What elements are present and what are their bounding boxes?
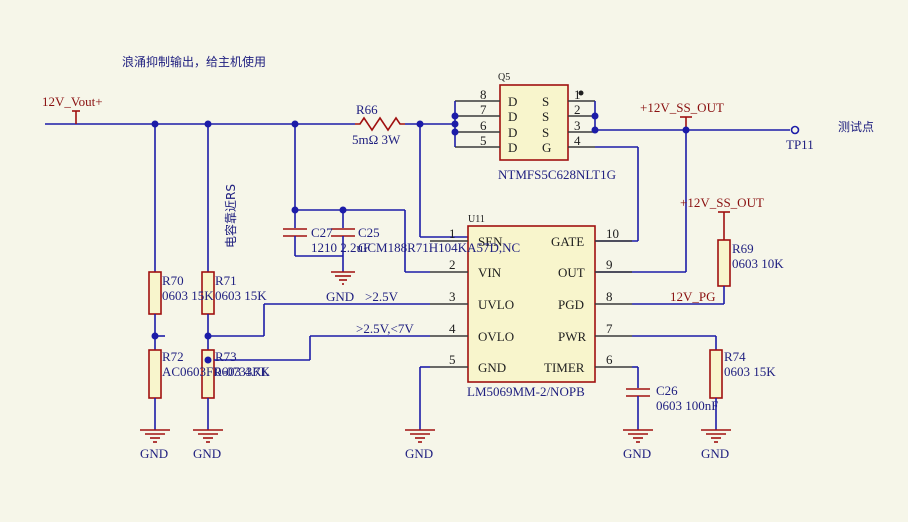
q5-pin8: 8 <box>480 87 487 102</box>
q5-name-s1: S <box>542 94 549 109</box>
q5-name-s3: S <box>542 125 549 140</box>
q5-ref: Q5 <box>498 72 510 83</box>
output-net-wiring: TP11 +12V_SS_OUT <box>594 100 814 273</box>
q5-pin1: 1 <box>574 87 581 102</box>
q5-name-d4: D <box>508 140 517 155</box>
r70-value: 0603 15K <box>162 288 214 303</box>
q5-pin6: 6 <box>480 118 487 133</box>
c25-ref: C25 <box>358 225 380 240</box>
u11-name-pwr: PWR <box>558 329 587 344</box>
uv-ov-dividers: R70 0603 15K R71 0603 15K R72 AC0603FR-0… <box>140 124 430 461</box>
c27-value: 1210 2.2uF <box>311 240 370 255</box>
u11-pin1: 1 <box>449 226 456 241</box>
u11-name-gnd: GND <box>478 360 506 375</box>
u11-name-sen: SEN <box>478 234 503 249</box>
u11-pin6: 6 <box>606 352 613 367</box>
q5-name-d2: D <box>508 109 517 124</box>
r72-value: AC0603FR-0733KL <box>162 364 270 379</box>
r71-ref: R71 <box>215 273 237 288</box>
u11-name-gate: GATE <box>551 234 584 249</box>
c27-ref: C27 <box>311 225 333 240</box>
r73-value: 0603 4.7K <box>215 364 271 379</box>
note-test-point: 测试点 <box>838 119 874 134</box>
q5-name-d3: D <box>508 125 517 140</box>
note-ovlo: >2.5V,<7V <box>356 321 414 336</box>
u11-pin10: 10 <box>606 226 619 241</box>
gnd-label-r74: GND <box>701 446 729 461</box>
u11-pin3: 3 <box>449 289 456 304</box>
r71-value: 0603 15K <box>215 288 267 303</box>
net-ss-out-top: +12V_SS_OUT <box>640 100 724 115</box>
gnd-label-r73: GND <box>193 446 221 461</box>
u11-part: LM5069MM-2/NOPB <box>467 384 585 399</box>
u11-name-ovlo: OVLO <box>478 329 514 344</box>
capacitor-c26: C26 0603 100nF GND <box>623 366 718 461</box>
u11-gnd-wiring: GND <box>405 366 435 461</box>
net-12v-vout: 12V_Vout+ <box>42 94 103 109</box>
r72-ref: R72 <box>162 349 184 364</box>
resistor-r72 <box>148 349 162 399</box>
q5-pin2: 2 <box>574 102 581 117</box>
q5-pin4: 4 <box>574 133 581 148</box>
resistor-r69-pgd: +12V_SS_OUT R69 0603 10K 12V_PG <box>632 195 784 305</box>
mosfet-q5: Q5 8 7 6 5 D D D D 1 2 3 4 S S S G NTMFS… <box>455 72 616 182</box>
c26-ref: C26 <box>656 383 678 398</box>
u11-name-out: OUT <box>558 265 585 280</box>
q5-drain-wiring <box>419 101 468 238</box>
r69-ref: R69 <box>732 241 754 256</box>
gnd-label-r72: GND <box>140 446 168 461</box>
r70-ref: R70 <box>162 273 184 288</box>
r74-value: 0603 15K <box>724 364 776 379</box>
r74-ref: R74 <box>724 349 746 364</box>
u11-pin2: 2 <box>449 257 456 272</box>
net-12v-pg: 12V_PG <box>670 289 716 304</box>
q5-pin3: 3 <box>574 118 581 133</box>
u11-name-vin: VIN <box>478 265 502 280</box>
r73-ref: R73 <box>215 349 237 364</box>
tp11-ref: TP11 <box>786 137 814 152</box>
q5-name-g: G <box>542 140 551 155</box>
resistor-r70 <box>148 271 162 315</box>
vin-cap-wiring: GND C27 1210 2.2uF C25 GCM188R71H104KA57… <box>283 124 520 304</box>
note-uvlo: >2.5V <box>365 289 399 304</box>
junction-dots <box>151 112 690 364</box>
r66-ref: R66 <box>356 102 378 117</box>
gnd-label-u11: GND <box>405 446 433 461</box>
note-cap-near-rs: 电容靠近RS <box>223 184 238 248</box>
u11-ref: U11 <box>468 214 485 225</box>
u11-pin4: 4 <box>449 321 456 336</box>
q5-pin7: 7 <box>480 102 487 117</box>
u11-pin8: 8 <box>606 289 613 304</box>
resistor-r66: R66 5mΩ 3W <box>352 102 455 147</box>
resistor-r74-pwr: R74 0603 15K GND <box>632 335 776 461</box>
u11-pin5: 5 <box>449 352 456 367</box>
u11-name-timer: TIMER <box>544 360 585 375</box>
r66-value: 5mΩ 3W <box>352 132 401 147</box>
q5-name-d1: D <box>508 94 517 109</box>
u11-pin7: 7 <box>606 321 613 336</box>
ic-u11: U11 1 2 3 4 5 SEN VIN UVLO OVLO GND 10 9… <box>430 214 632 399</box>
q5-part: NTMFS5C628NLT1G <box>498 167 616 182</box>
net-ss-out-r69: +12V_SS_OUT <box>680 195 764 210</box>
u11-name-uvlo: UVLO <box>478 297 514 312</box>
q5-pin5: 5 <box>480 133 487 148</box>
r69-value: 0603 10K <box>732 256 784 271</box>
u11-name-pgd: PGD <box>558 297 584 312</box>
c25-value: GCM188R71H104KA57D,NC <box>358 240 520 255</box>
gnd-label-caps: GND <box>326 289 354 304</box>
c26-value: 0603 100nF <box>656 398 718 413</box>
q5-name-s2: S <box>542 109 549 124</box>
gnd-label-c26: GND <box>623 446 651 461</box>
input-rail: 12V_Vout+ <box>42 94 355 125</box>
u11-pin9: 9 <box>606 257 613 272</box>
note-surge-output: 浪涌抑制输出，给主机使用 <box>122 54 266 69</box>
